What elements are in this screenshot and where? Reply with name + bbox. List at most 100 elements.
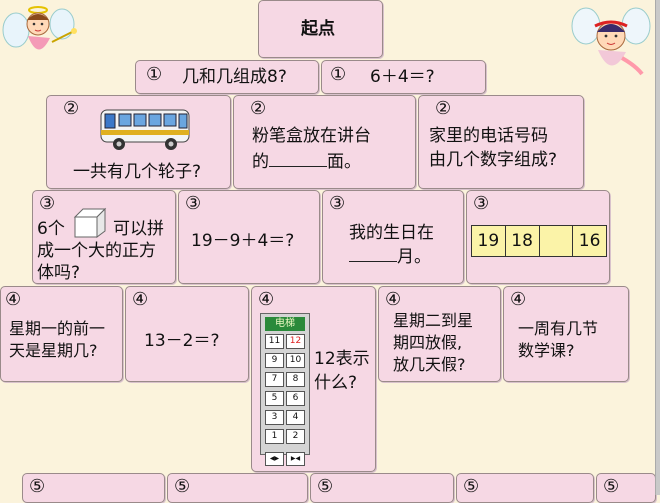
question-card-5b[interactable]: ⑤: [167, 473, 308, 503]
step-number: ⑤: [174, 476, 191, 497]
sequence-box: 18: [506, 226, 540, 256]
elevator-floor-button: 10: [286, 353, 305, 368]
question-text-line1: 一周有几节: [518, 319, 599, 338]
elevator-title: 电梯: [265, 317, 305, 331]
question-card-5e[interactable]: ⑤: [596, 473, 656, 503]
question-text-line1: 星期二到星: [393, 311, 474, 330]
start-label: 起点: [301, 19, 335, 39]
question-text: 6＋4＝?: [370, 67, 435, 87]
question-text-line2: 由几个数字组成?: [429, 150, 558, 170]
number-sequence: 19 18 16: [471, 225, 607, 257]
question-text-line1: 12表示: [314, 349, 370, 369]
question-card-3c[interactable]: ③ 我的生日在 月。: [322, 190, 464, 284]
elevator-floor-button: 5: [265, 391, 284, 406]
question-card-4d[interactable]: ④ 星期二到星 期四放假, 放几天假?: [378, 286, 501, 382]
elevator-door-buttons: ◀▶ ▶◀: [261, 448, 309, 466]
step-number: ③: [473, 193, 490, 214]
question-card-1b[interactable]: ① 6＋4＝?: [321, 60, 486, 94]
question-card-1a[interactable]: ① 几和几组成8?: [135, 60, 319, 94]
question-text-line1: 我的生日在: [349, 223, 434, 243]
question-text-line1: 家里的电话号码: [429, 126, 548, 146]
question-text-line2: 期四放假,: [393, 333, 463, 352]
question-text-line2: 数学课?: [518, 341, 575, 360]
question-text-line2: 成一个大的正方: [37, 241, 156, 261]
question-text-line2: 什么?: [314, 373, 358, 393]
cube-icon: [73, 207, 107, 239]
elevator-floor-button: 9: [265, 353, 284, 368]
text-part: 的: [252, 152, 269, 172]
question-card-5a[interactable]: ⑤: [22, 473, 165, 503]
scrollbar[interactable]: [655, 0, 660, 495]
start-box[interactable]: 起点: [258, 0, 383, 58]
question-text-part: 6个: [37, 219, 65, 239]
sequence-box: 19: [472, 226, 506, 256]
step-number: ③: [185, 193, 202, 214]
question-text-part: 可以拼: [113, 219, 164, 239]
angel-left-image: [2, 2, 80, 64]
step-number: ①: [330, 64, 347, 85]
door-close-button: ▶◀: [286, 452, 305, 466]
answer-blank: [349, 260, 397, 262]
question-text-line1: 星期一的前一: [9, 319, 106, 338]
text-part: 月。: [397, 247, 431, 267]
elevator-floor-button: 2: [286, 429, 305, 444]
sequence-box-empty: [540, 226, 574, 256]
question-card-2c[interactable]: ② 家里的电话号码 由几个数字组成?: [418, 95, 584, 189]
elevator-floor-button: 7: [265, 372, 284, 387]
question-card-5c[interactable]: ⑤: [310, 473, 454, 503]
elevator-floor-button: 3: [265, 410, 284, 425]
elevator-floor-button: 6: [286, 391, 305, 406]
sequence-box: 16: [578, 231, 601, 251]
question-card-2b[interactable]: ② 粉笔盒放在讲台 的 面。: [233, 95, 416, 189]
question-text-line2: 月。: [349, 245, 431, 269]
elevator-floor-button: 4: [286, 410, 305, 425]
question-text-line3: 体吗?: [37, 263, 81, 283]
step-number: ⑤: [603, 476, 620, 497]
bus-image: [97, 104, 193, 152]
door-open-button: ◀▶: [265, 452, 284, 466]
angel-right-image: [570, 2, 652, 80]
question-text-line1: 粉笔盒放在讲台: [252, 126, 371, 146]
step-number: ③: [39, 193, 56, 214]
elevator-floor-button: 12: [286, 334, 305, 349]
question-text-line2: 天是星期几?: [9, 341, 98, 360]
answer-blank: [269, 165, 327, 167]
step-number: ①: [146, 64, 163, 85]
step-number: ④: [5, 289, 22, 310]
question-text: 13－2＝?: [144, 331, 220, 351]
step-number: ⑤: [317, 476, 334, 497]
question-card-3b[interactable]: ③ 19－9＋4＝?: [178, 190, 320, 284]
elevator-floor-button: 1: [265, 429, 284, 444]
question-card-5d[interactable]: ⑤: [456, 473, 594, 503]
question-text: 19－9＋4＝?: [191, 231, 295, 251]
question-card-2a[interactable]: ② 一共有几个轮子?: [46, 95, 231, 189]
step-number: ②: [63, 98, 80, 119]
elevator-floor-button: 8: [286, 372, 305, 387]
step-number: ②: [435, 98, 452, 119]
step-number: ④: [510, 289, 527, 310]
step-number: ②: [250, 98, 267, 119]
question-card-4a[interactable]: ④ 星期一的前一 天是星期几?: [0, 286, 123, 382]
step-number: ③: [329, 193, 346, 214]
question-card-4e[interactable]: ④ 一周有几节 数学课?: [503, 286, 629, 382]
question-card-3a[interactable]: ③ 6个 可以拼 成一个大的正方 体吗?: [32, 190, 176, 284]
question-card-3d[interactable]: ③ 19 18 16: [466, 190, 610, 284]
elevator-floor-button: 11: [265, 334, 284, 349]
question-text: 一共有几个轮子?: [73, 162, 202, 182]
text-part: 面。: [327, 152, 361, 172]
question-card-4b[interactable]: ④ 13－2＝?: [125, 286, 249, 382]
step-number: ⑤: [29, 476, 46, 497]
step-number: ⑤: [463, 476, 480, 497]
step-number: ④: [385, 289, 402, 310]
question-text-line2: 的 面。: [252, 150, 361, 174]
step-number: ④: [132, 289, 149, 310]
